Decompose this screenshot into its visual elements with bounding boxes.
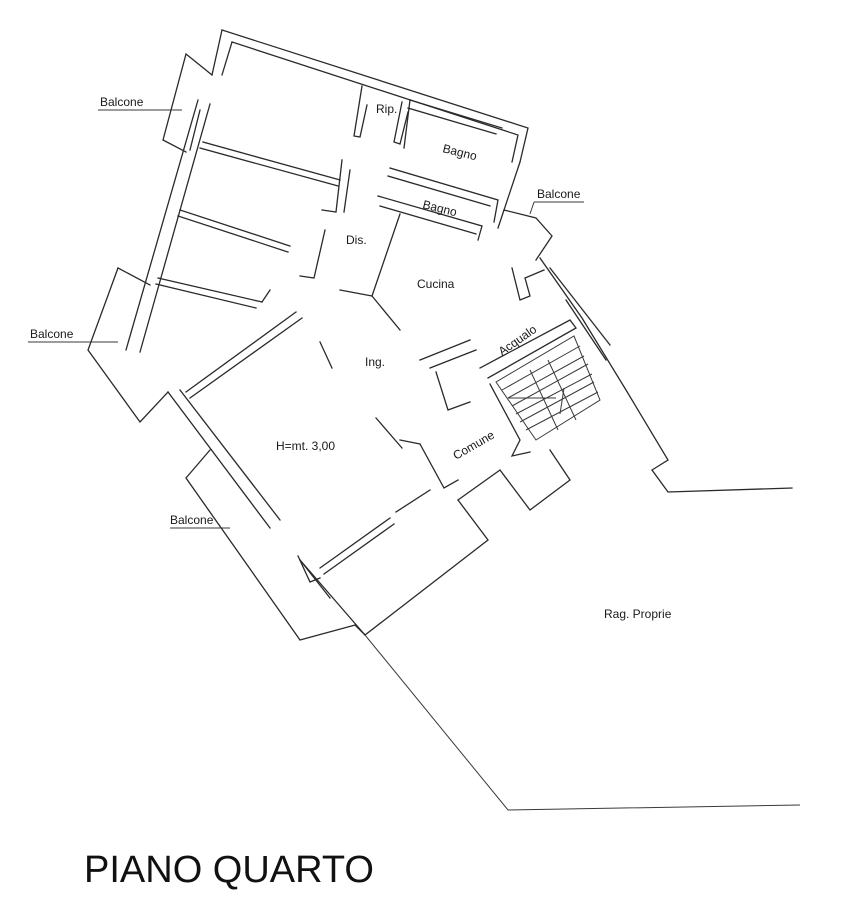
label-balcone-top-left: Balcone xyxy=(100,95,144,109)
label-height: H=mt. 3,00 xyxy=(276,439,335,453)
interior-walls xyxy=(155,85,577,583)
label-bagno-lower: Bagno xyxy=(421,197,458,219)
label-rag-proprie: Rag. Proprie xyxy=(604,607,672,621)
label-balcone-right: Balcone xyxy=(537,187,581,201)
label-cucina: Cucina xyxy=(417,277,455,291)
label-bagno-upper: Bagno xyxy=(441,141,478,163)
label-dis: Dis. xyxy=(346,233,367,247)
label-comune: Comune xyxy=(451,428,498,463)
label-ing: Ing. xyxy=(365,355,385,369)
room-labels: Balcone Balcone Balcone Balcone Rip. Bag… xyxy=(30,95,672,621)
plan-title: PIANO QUARTO xyxy=(84,849,374,891)
label-rip: Rip. xyxy=(376,102,397,116)
label-balcone-left: Balcone xyxy=(30,327,74,341)
staircase xyxy=(495,335,601,441)
leader-lines xyxy=(28,109,584,529)
outer-walls xyxy=(87,29,801,811)
label-balcone-bottom: Balcone xyxy=(170,513,214,527)
